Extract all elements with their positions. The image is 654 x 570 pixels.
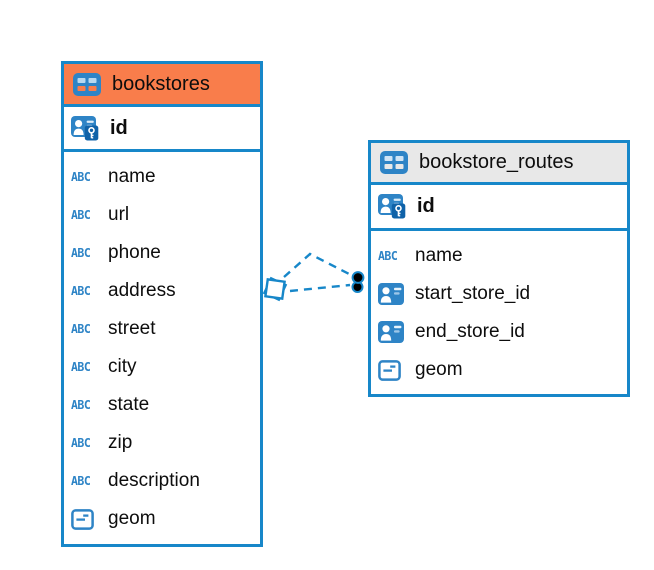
- column-row-start-store-id[interactable]: start_store_id: [371, 275, 627, 313]
- relationship-line-lower: [289, 283, 351, 293]
- person-with-key-icon: [378, 194, 408, 219]
- table-grid-icon: [73, 73, 101, 96]
- column-name: id: [110, 116, 128, 139]
- column-list: ABC name ABC url ABC phone ABC address A…: [64, 152, 260, 544]
- column-row-description[interactable]: ABC description: [64, 462, 260, 500]
- abc-text-icon: ABC: [71, 435, 91, 451]
- table-title: bookstores: [112, 72, 210, 95]
- column-name: geom: [108, 508, 156, 529]
- column-row-phone[interactable]: ABC phone: [64, 234, 260, 272]
- abc-text-icon: ABC: [71, 207, 91, 223]
- box-dash-icon: [71, 509, 101, 530]
- column-row-city[interactable]: ABC city: [64, 348, 260, 386]
- relationship-endpoint-diamond: [262, 276, 288, 302]
- column-name: name: [415, 245, 463, 266]
- column-list: ABC name start_store_id end_store_id geo…: [371, 231, 627, 394]
- column-name: street: [108, 318, 156, 339]
- column-row-address[interactable]: ABC address: [64, 272, 260, 310]
- column-name: state: [108, 394, 150, 415]
- relationship-endpoint-circles: [351, 271, 365, 293]
- column-name: start_store_id: [415, 283, 531, 304]
- person-card-icon: [378, 321, 408, 343]
- abc-text-icon: ABC: [71, 283, 91, 299]
- column-name: zip: [108, 432, 133, 453]
- abc-text-icon: ABC: [71, 321, 91, 337]
- column-row-name[interactable]: ABC name: [64, 158, 260, 196]
- column-name: city: [108, 356, 137, 377]
- abc-text-icon: ABC: [71, 245, 91, 261]
- column-row-street[interactable]: ABC street: [64, 310, 260, 348]
- column-name: geom: [415, 359, 463, 380]
- table-bookstore-routes[interactable]: bookstore_routes id ABC name start_store…: [368, 140, 630, 397]
- table-grid-icon: [380, 151, 408, 174]
- person-with-key-icon: [71, 116, 101, 141]
- column-name: description: [108, 470, 200, 491]
- abc-text-icon: ABC: [71, 359, 91, 375]
- column-name: address: [108, 280, 176, 301]
- column-row-name[interactable]: ABC name: [371, 237, 627, 275]
- column-name: url: [108, 204, 130, 225]
- table-title: bookstore_routes: [419, 151, 574, 173]
- column-row-state[interactable]: ABC state: [64, 386, 260, 424]
- abc-text-icon: ABC: [378, 248, 398, 264]
- column-row-id[interactable]: id: [64, 107, 260, 152]
- column-row-geom[interactable]: geom: [64, 500, 260, 538]
- column-row-end-store-id[interactable]: end_store_id: [371, 313, 627, 351]
- column-name: id: [417, 195, 435, 217]
- column-name: phone: [108, 242, 161, 263]
- abc-text-icon: ABC: [71, 473, 91, 489]
- person-card-icon: [378, 283, 408, 305]
- column-row-id[interactable]: id: [371, 185, 627, 231]
- abc-text-icon: ABC: [71, 169, 91, 185]
- box-dash-icon: [378, 360, 408, 381]
- table-bookstores-header[interactable]: bookstores: [64, 64, 260, 107]
- column-name: end_store_id: [415, 321, 525, 342]
- table-bookstores[interactable]: bookstores id ABC name ABC url ABC phone…: [61, 61, 263, 547]
- abc-text-icon: ABC: [71, 397, 91, 413]
- relationship-line-upper: [283, 252, 352, 278]
- column-name: name: [108, 166, 156, 187]
- column-row-url[interactable]: ABC url: [64, 196, 260, 234]
- column-row-zip[interactable]: ABC zip: [64, 424, 260, 462]
- column-row-geom[interactable]: geom: [371, 351, 627, 389]
- table-bookstore-routes-header[interactable]: bookstore_routes: [371, 143, 627, 185]
